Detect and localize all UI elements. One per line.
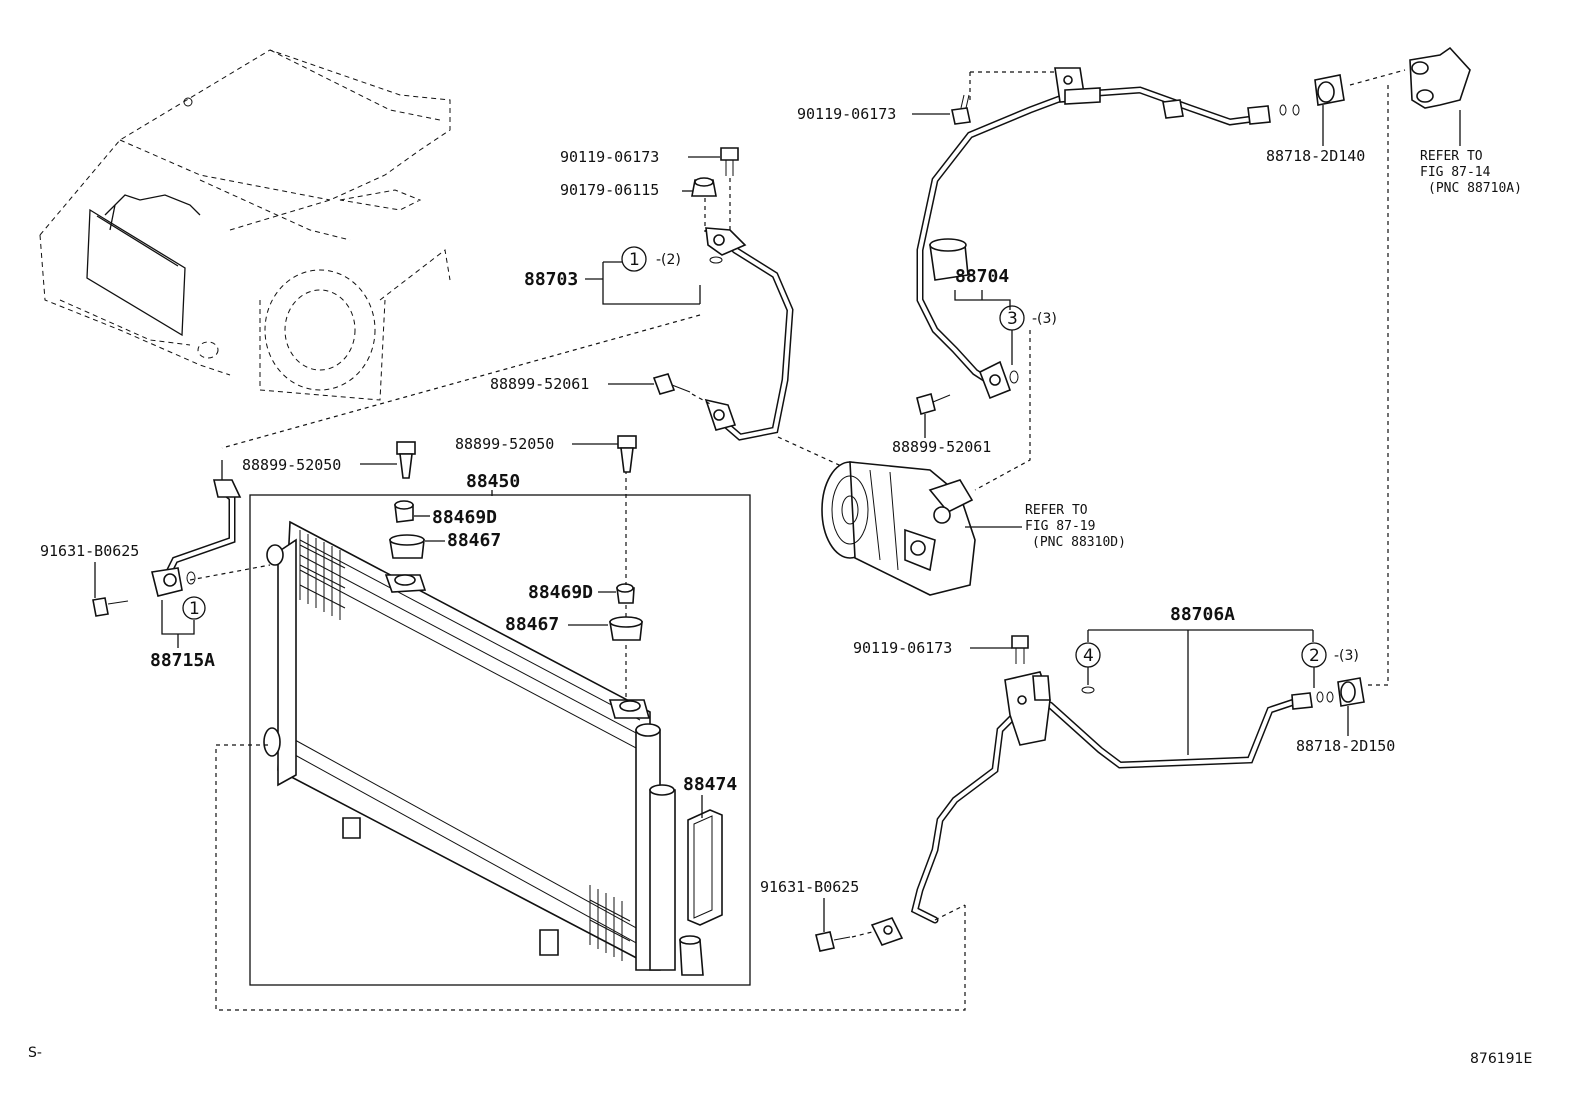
tube-88715a bbox=[151, 460, 242, 597]
label-91631-b0625-b: 91631-B0625 bbox=[760, 878, 859, 896]
label-90119-06173-a: 90119-06173 bbox=[560, 148, 659, 166]
ref2-line1: REFER TO bbox=[1025, 503, 1088, 518]
bolt-90119-06173-c bbox=[1011, 635, 1029, 664]
condenser-mount-frame bbox=[215, 744, 966, 1011]
callout-1-top-text: 1 bbox=[629, 250, 640, 270]
hose-88704-top-leader bbox=[969, 71, 1055, 100]
cushion-88469d-a bbox=[394, 500, 414, 523]
callout-2-text: 2 bbox=[1309, 646, 1320, 666]
right-vertical-leader bbox=[1365, 85, 1389, 686]
label-90119-06173-c: 90119-06173 bbox=[853, 639, 952, 657]
condenser-assembly-box bbox=[249, 494, 751, 986]
pipe-88706a bbox=[870, 671, 1313, 946]
label-88467-a: 88467 bbox=[447, 530, 501, 551]
hose-88703 bbox=[704, 227, 794, 441]
bolt-52061-a-leader bbox=[691, 393, 713, 406]
label-88474: 88474 bbox=[683, 774, 737, 795]
bolt-91631-b0625-b bbox=[815, 931, 851, 952]
callout-1-left bbox=[182, 596, 206, 620]
cushion-88467-a bbox=[389, 534, 425, 559]
label-88703: 88703 bbox=[524, 269, 578, 290]
label-88467-b: 88467 bbox=[505, 614, 559, 635]
callout-1-top-qty: -(2) bbox=[656, 252, 681, 268]
bolt-88899-52050-a bbox=[396, 441, 416, 479]
ref1-line1: REFER TO bbox=[1420, 149, 1483, 164]
hose-88704-to-compressor bbox=[974, 330, 1031, 491]
bolt-88899-52050-b bbox=[617, 435, 637, 473]
ac-compressor bbox=[821, 461, 976, 596]
footer-left-mark: S- bbox=[28, 1045, 42, 1061]
label-90179-06115: 90179-06115 bbox=[560, 181, 659, 199]
callout-1-top bbox=[621, 246, 647, 272]
label-88469d-a: 88469D bbox=[432, 507, 497, 528]
label-88899-52050-b: 88899-52050 bbox=[455, 435, 554, 453]
tube-88715a-leader bbox=[189, 564, 271, 581]
hose-88704 bbox=[916, 67, 1300, 400]
ref2-line3: (PNC 88310D) bbox=[1032, 535, 1126, 550]
callout-2-qty: -(3) bbox=[1334, 648, 1359, 664]
label-88899-52061-b: 88899-52061 bbox=[892, 438, 991, 456]
label-88469d-b: 88469D bbox=[528, 582, 593, 603]
cushion-88469d-b bbox=[616, 583, 635, 604]
car-to-parts-leader bbox=[221, 314, 701, 449]
ref1-line2: FIG 87-14 bbox=[1420, 165, 1491, 180]
bolt-91631-b0625-a bbox=[92, 597, 129, 617]
nut-90179-06115 bbox=[691, 177, 717, 197]
valve-88718-2d140 bbox=[1314, 74, 1345, 106]
bolt-90119-06173-b bbox=[951, 94, 971, 125]
label-91631-b0625-a: 91631-B0625 bbox=[40, 542, 139, 560]
label-88706a: 88706A bbox=[1170, 604, 1235, 625]
callout-3-qty: -(3) bbox=[1032, 311, 1057, 327]
hose-88703-to-compressor bbox=[777, 436, 851, 471]
label-88899-52050-a: 88899-52050 bbox=[242, 456, 341, 474]
evaporator-pipe-stubs bbox=[1409, 46, 1471, 109]
callout-1-left-text: 1 bbox=[189, 599, 200, 619]
vehicle-outline bbox=[39, 49, 451, 401]
bolt-90119-06173-a bbox=[720, 147, 739, 176]
bolt-88899-52061-b bbox=[916, 393, 951, 415]
label-88450: 88450 bbox=[466, 471, 520, 492]
ref1-line3: (PNC 88710A) bbox=[1428, 181, 1522, 196]
label-88899-52061-a: 88899-52061 bbox=[490, 375, 589, 393]
label-90119-06173-b: 90119-06173 bbox=[797, 105, 896, 123]
ref2-line2: FIG 87-19 bbox=[1025, 519, 1095, 534]
callout-4-text: 4 bbox=[1083, 646, 1094, 666]
label-88704: 88704 bbox=[955, 266, 1009, 287]
cushion-88467-b bbox=[609, 616, 643, 641]
condenser-core bbox=[263, 520, 676, 971]
label-88715a: 88715A bbox=[150, 650, 215, 671]
pipe-88706a-leader bbox=[934, 904, 966, 921]
bolt-91631-b-leader bbox=[851, 931, 873, 938]
valve-2d140-leader bbox=[1349, 69, 1406, 86]
bolt-88899-52061-a bbox=[652, 373, 691, 395]
figure-code: 876191E bbox=[1470, 1051, 1532, 1067]
valve-88718-2d150 bbox=[1337, 677, 1365, 707]
label-88718-2d150: 88718-2D150 bbox=[1296, 737, 1395, 755]
desiccant-filter bbox=[679, 809, 723, 976]
callout-3-text: 3 bbox=[1007, 309, 1018, 329]
label-88718-2d140: 88718-2D140 bbox=[1266, 147, 1365, 165]
